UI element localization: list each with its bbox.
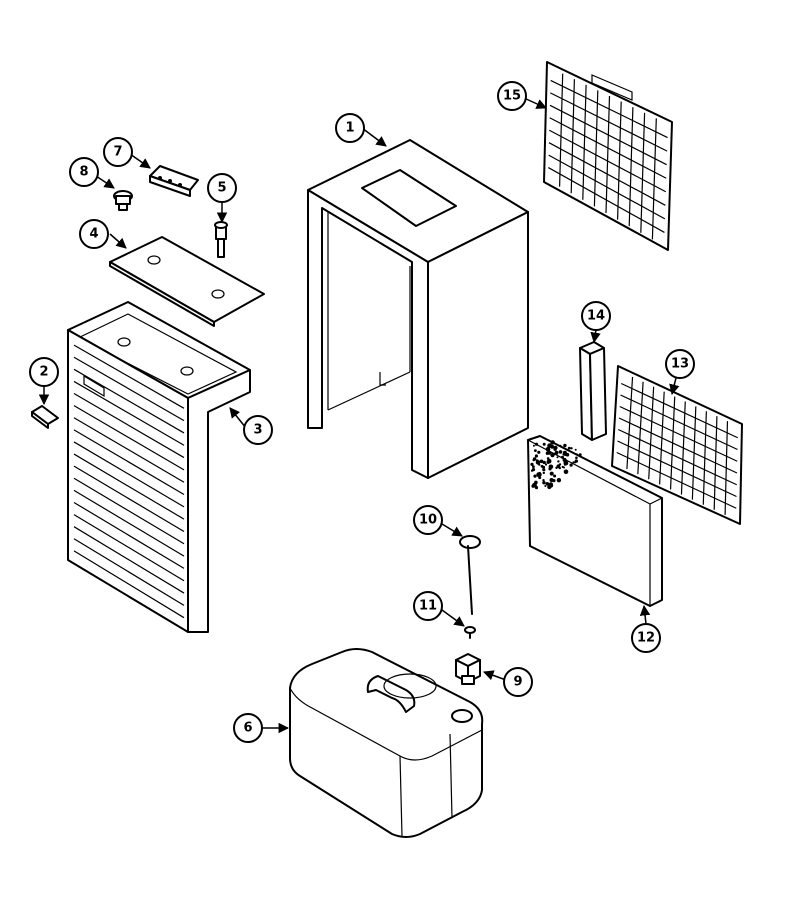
callout-label: 15 [503, 89, 521, 104]
callout-1: 1 [335, 113, 365, 143]
callout-label: 14 [587, 309, 605, 324]
vertical-support [579, 341, 607, 441]
callout-label: 11 [419, 599, 437, 614]
callout-15: 15 [497, 81, 527, 111]
mesh-screen [611, 365, 743, 525]
callout-label: 1 [345, 121, 354, 136]
front-panel [67, 301, 251, 633]
callout-11: 11 [413, 591, 443, 621]
small-cap [464, 626, 476, 639]
callout-12: 12 [631, 623, 661, 653]
leader-lines [38, 97, 680, 734]
cabinet-housing [307, 139, 529, 479]
callout-label: 6 [243, 721, 252, 736]
filter-pad [526, 435, 664, 607]
callout-14: 14 [581, 301, 611, 331]
plug-part [214, 221, 228, 258]
float-rod [459, 535, 481, 615]
callout-label: 7 [113, 145, 122, 160]
callout-label: 9 [513, 675, 522, 690]
water-bucket [289, 648, 484, 838]
callout-8: 8 [69, 157, 99, 187]
grille-panel [543, 61, 673, 251]
knob-part [113, 190, 133, 211]
callout-13: 13 [665, 349, 695, 379]
callout-6: 6 [233, 713, 263, 743]
callout-label: 8 [79, 165, 88, 180]
callout-2: 2 [29, 357, 59, 387]
callout-label: 2 [39, 365, 48, 380]
callout-label: 4 [89, 227, 98, 242]
callout-5: 5 [207, 173, 237, 203]
mounting-plate [109, 236, 265, 327]
callout-label: 13 [671, 357, 689, 372]
callout-3: 3 [243, 415, 273, 445]
small-pad [31, 405, 59, 429]
callout-4: 4 [79, 219, 109, 249]
callout-10: 10 [413, 505, 443, 535]
callout-label: 3 [253, 423, 262, 438]
callout-label: 12 [637, 631, 655, 646]
bracket-part [149, 165, 199, 197]
callout-7: 7 [103, 137, 133, 167]
callout-label: 5 [217, 181, 226, 196]
callout-9: 9 [503, 667, 533, 697]
float-part [455, 653, 481, 685]
callout-label: 10 [419, 513, 437, 528]
